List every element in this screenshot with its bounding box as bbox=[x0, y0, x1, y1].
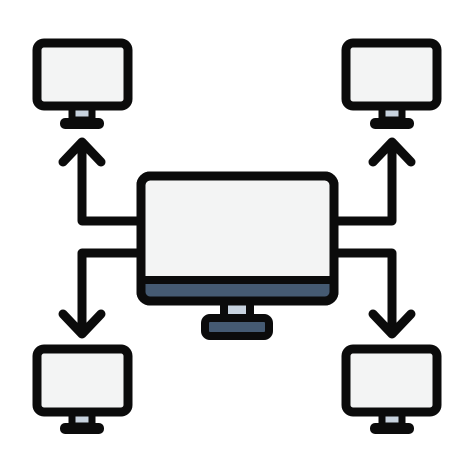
arrow-down-left-icon bbox=[58, 309, 106, 339]
central-monitor-bezel bbox=[145, 280, 330, 297]
arrow-up-right-icon bbox=[368, 137, 416, 167]
monitor-bottom-left-screen bbox=[32, 344, 133, 417]
connector-bottom-right bbox=[329, 248, 397, 335]
connector-top-right bbox=[329, 141, 397, 226]
monitor-top-left-screen bbox=[32, 38, 133, 111]
arrow-up-left-icon bbox=[58, 137, 106, 167]
monitor-top-right-screen bbox=[341, 38, 442, 111]
monitor-bottom-left-base bbox=[60, 423, 104, 434]
connector-bottom-left bbox=[77, 248, 145, 335]
central-monitor-outline bbox=[136, 171, 339, 306]
connector-top-left bbox=[77, 141, 145, 226]
central-stand-base bbox=[201, 314, 273, 340]
arrow-down-right-icon bbox=[368, 309, 416, 339]
monitor-top-right-icon bbox=[341, 38, 442, 129]
network-connections bbox=[58, 137, 416, 339]
monitor-bottom-right-screen bbox=[341, 344, 442, 417]
monitor-bottom-right-base bbox=[370, 423, 414, 434]
central-monitor-icon bbox=[136, 171, 339, 340]
monitor-bottom-left-icon bbox=[32, 344, 133, 434]
monitor-bottom-right-icon bbox=[341, 344, 442, 434]
monitor-top-left-icon bbox=[32, 38, 133, 129]
monitor-top-left-base bbox=[60, 118, 104, 129]
monitor-top-right-base bbox=[370, 118, 414, 129]
